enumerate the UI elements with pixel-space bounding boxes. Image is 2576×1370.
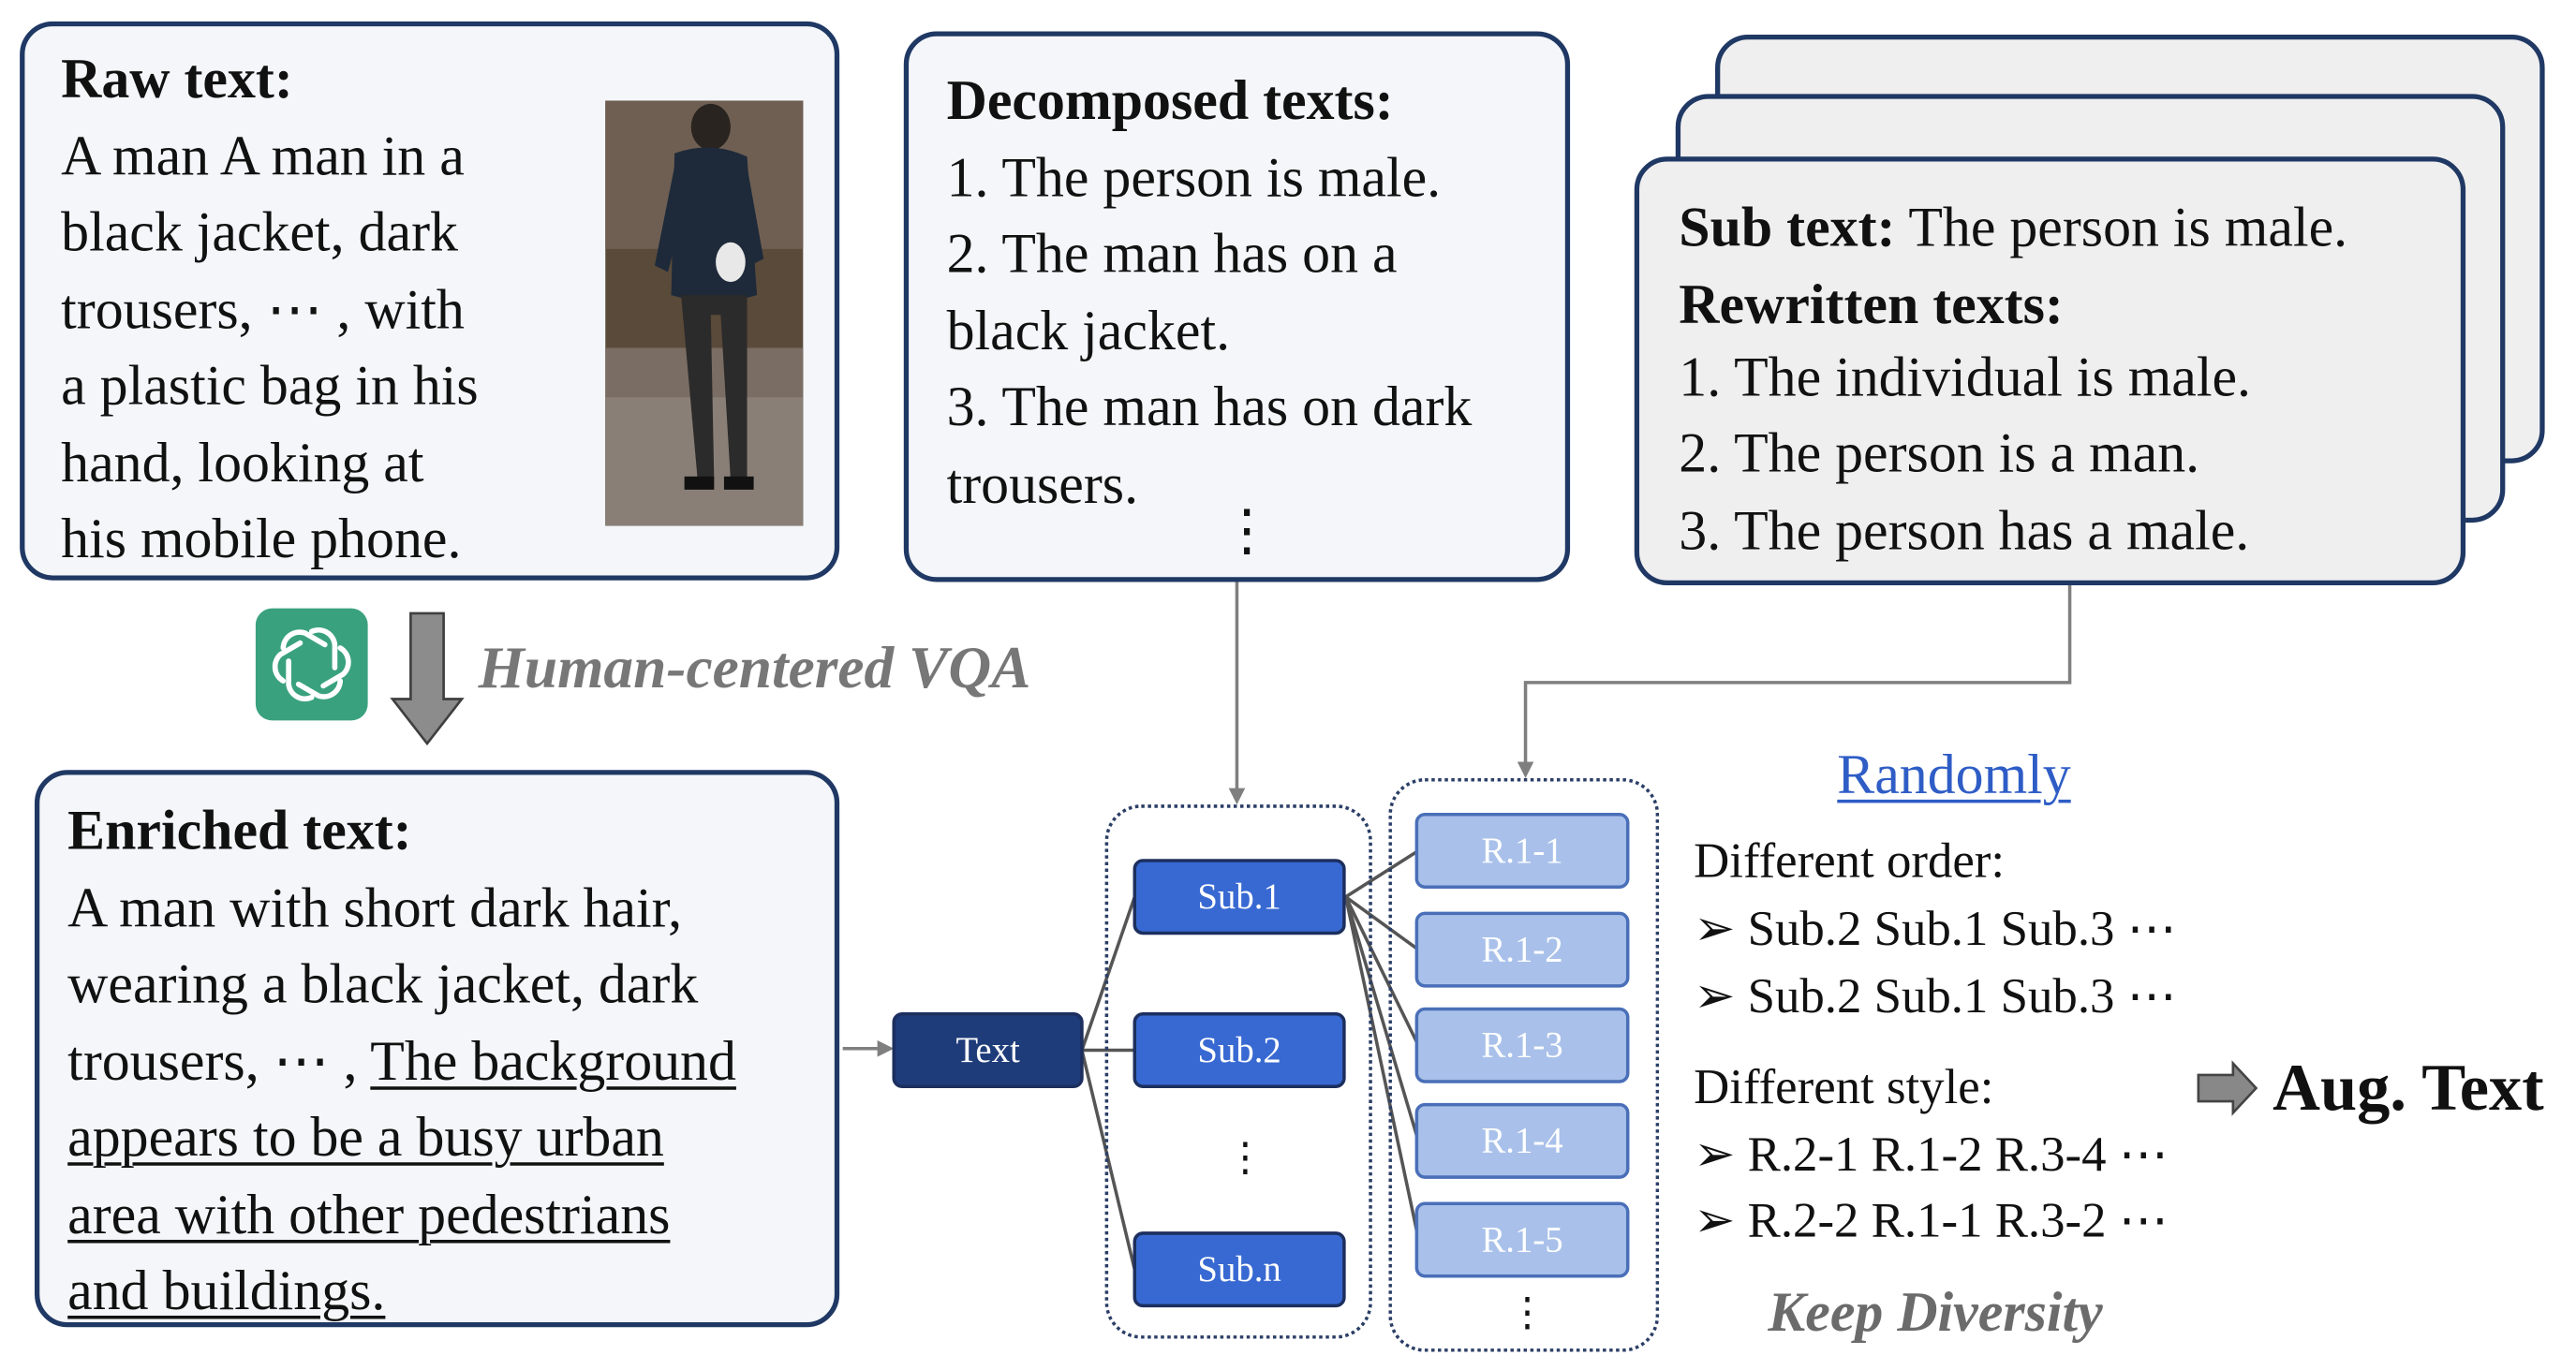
enriched-underlined-line: and buildings. xyxy=(67,1260,386,1323)
sub1-to-r5-link xyxy=(1343,896,1420,1239)
enriched-underlined-segment: The background xyxy=(370,1031,736,1093)
order-item-text: Sub.2 Sub.1 Sub.3 ⋯ xyxy=(1747,969,2177,1024)
enriched-text-line: A man with short dark hair, xyxy=(67,877,683,939)
arrow-bullet-icon: ➢ xyxy=(1694,902,1736,957)
order-item-text: Sub.2 Sub.1 Sub.3 ⋯ xyxy=(1747,902,2177,957)
arrow-bullet-icon: ➢ xyxy=(1694,1193,1736,1248)
sub-text-value: The person is male. xyxy=(1895,198,2348,259)
decomposed-text-block: Decomposed texts: 1. The person is male.… xyxy=(947,65,1473,524)
style-item-text: R.2-1 R.1-2 R.3-4 ⋯ xyxy=(1747,1127,2169,1183)
sub-text-line: Sub text: The person is male. xyxy=(1679,191,2347,268)
decomposed-line: 3. The man has on dark xyxy=(946,377,1473,439)
rewritten-heading: Rewritten texts: xyxy=(1679,274,2064,336)
chatgpt-logo-icon xyxy=(255,608,368,721)
decomposed-line: black jacket. xyxy=(946,301,1231,362)
pedestrian-photo xyxy=(605,100,804,526)
enriched-text-heading: Enriched text: xyxy=(67,801,412,862)
enriched-text-card: Enriched text: A man with short dark hai… xyxy=(34,770,840,1328)
rewritten-text-block: Sub text: The person is male. Rewritten … xyxy=(1679,191,2347,570)
rewritten-line: 3. The person has a male. xyxy=(1679,500,2250,562)
raw-text-block: Raw text: A man A man in a black jacket,… xyxy=(61,43,479,580)
vqa-down-arrow-icon xyxy=(390,611,465,746)
sub-ellipsis: ⋮ xyxy=(1225,1137,1266,1181)
decomposed-line: trousers. xyxy=(946,454,1139,516)
order-item: ➢ Sub.2 Sub.1 Sub.3 ⋯ xyxy=(1694,967,2176,1033)
decomposed-texts-card: Decomposed texts: 1. The person is male.… xyxy=(903,31,1571,582)
enriched-underlined-line: appears to be a busy urban xyxy=(67,1108,664,1170)
rewrite-node-3: R.1-3 xyxy=(1414,1007,1630,1083)
raw-text-line: a plastic bag in his xyxy=(61,356,479,418)
sub1-to-r4-link xyxy=(1343,896,1420,1142)
keep-diversity-label: Keep Diversity xyxy=(1768,1282,2103,1344)
arrow-bullet-icon: ➢ xyxy=(1694,1127,1736,1183)
raw-text-card: Raw text: A man A man in a black jacket,… xyxy=(20,21,840,581)
rewritten-line: 1. The individual is male. xyxy=(1679,346,2251,408)
raw-text-line: A man A man in a xyxy=(61,125,465,187)
raw-text-line: trousers, ⋯ , with xyxy=(61,279,465,341)
randomly-link[interactable]: Randomly xyxy=(1837,744,2071,806)
rewrite-ellipsis: ⋮ xyxy=(1507,1292,1547,1336)
rewritten-line: 2. The person is a man. xyxy=(1679,423,2200,485)
rewrite-node-5: R.1-5 xyxy=(1414,1201,1630,1278)
raw-text-line: his mobile phone. xyxy=(61,509,462,571)
chatgpt-knot-glyph xyxy=(272,626,351,702)
rewrite-node-2: R.1-2 xyxy=(1414,911,1630,988)
decomposed-heading: Decomposed texts: xyxy=(946,70,1394,132)
sub-node-2: Sub.2 xyxy=(1133,1012,1346,1088)
style-item: ➢ R.2-1 R.1-2 R.3-4 ⋯ xyxy=(1694,1126,2168,1191)
sub1-to-r2-link xyxy=(1344,895,1420,951)
enriched-underlined-line: area with other pedestrians xyxy=(67,1184,671,1246)
sub1-to-r1-link xyxy=(1344,848,1420,899)
raw-text-line: black jacket, dark xyxy=(61,202,458,264)
sub-node-1: Sub.1 xyxy=(1133,859,1346,935)
decomposed-line: 2. The man has on a xyxy=(946,224,1398,286)
sub-text-label: Sub text: xyxy=(1679,198,1896,259)
rewrite-group-frame xyxy=(1388,778,1660,1352)
enriched-text-line: wearing a black jacket, dark xyxy=(67,954,699,1016)
order-item: ➢ Sub.2 Sub.1 Sub.3 ⋯ xyxy=(1694,900,2176,965)
text-to-sub1-link xyxy=(1080,896,1136,1052)
enriched-plain-segment: trousers, ⋯ , xyxy=(67,1031,371,1093)
text-node: Text xyxy=(892,1012,1084,1088)
style-item: ➢ R.2-2 R.1-1 R.3-2 ⋯ xyxy=(1694,1192,2168,1258)
decomposed-line: 1. The person is male. xyxy=(946,147,1442,209)
different-order-title: Different order: xyxy=(1694,833,2006,889)
aug-text-label: Aug. Text xyxy=(2273,1050,2544,1125)
enriched-text-line: trousers, ⋯ , The background xyxy=(67,1024,736,1101)
sub1-to-r3-link xyxy=(1344,895,1420,1046)
rewrite-node-1: R.1-1 xyxy=(1414,812,1630,889)
style-item-text: R.2-2 R.1-1 R.3-2 ⋯ xyxy=(1747,1193,2169,1248)
sub-node-n-label: Sub.n xyxy=(1197,1247,1281,1289)
raw-text-heading: Raw text: xyxy=(61,49,293,110)
different-style-title: Different style: xyxy=(1694,1060,1994,1115)
aug-text-arrow-icon xyxy=(2197,1060,2258,1116)
rewritten-to-r-arrow xyxy=(1517,585,2072,779)
arrow-bullet-icon: ➢ xyxy=(1694,969,1736,1024)
sub-group-frame xyxy=(1104,804,1372,1339)
raw-text-line: hand, looking at xyxy=(61,433,424,494)
sub-node-n: Sub.n xyxy=(1133,1231,1346,1308)
rewrite-node-4: R.1-4 xyxy=(1414,1102,1630,1179)
decomposed-ellipsis: ⋮ xyxy=(1219,501,1275,563)
enriched-text-block: Enriched text: A man with short dark hai… xyxy=(67,795,736,1332)
vqa-label: Human-centered VQA xyxy=(478,634,1031,701)
text-to-subn-link xyxy=(1080,1050,1137,1271)
rewritten-texts-card: Sub text: The person is male. Rewritten … xyxy=(1634,156,2466,586)
